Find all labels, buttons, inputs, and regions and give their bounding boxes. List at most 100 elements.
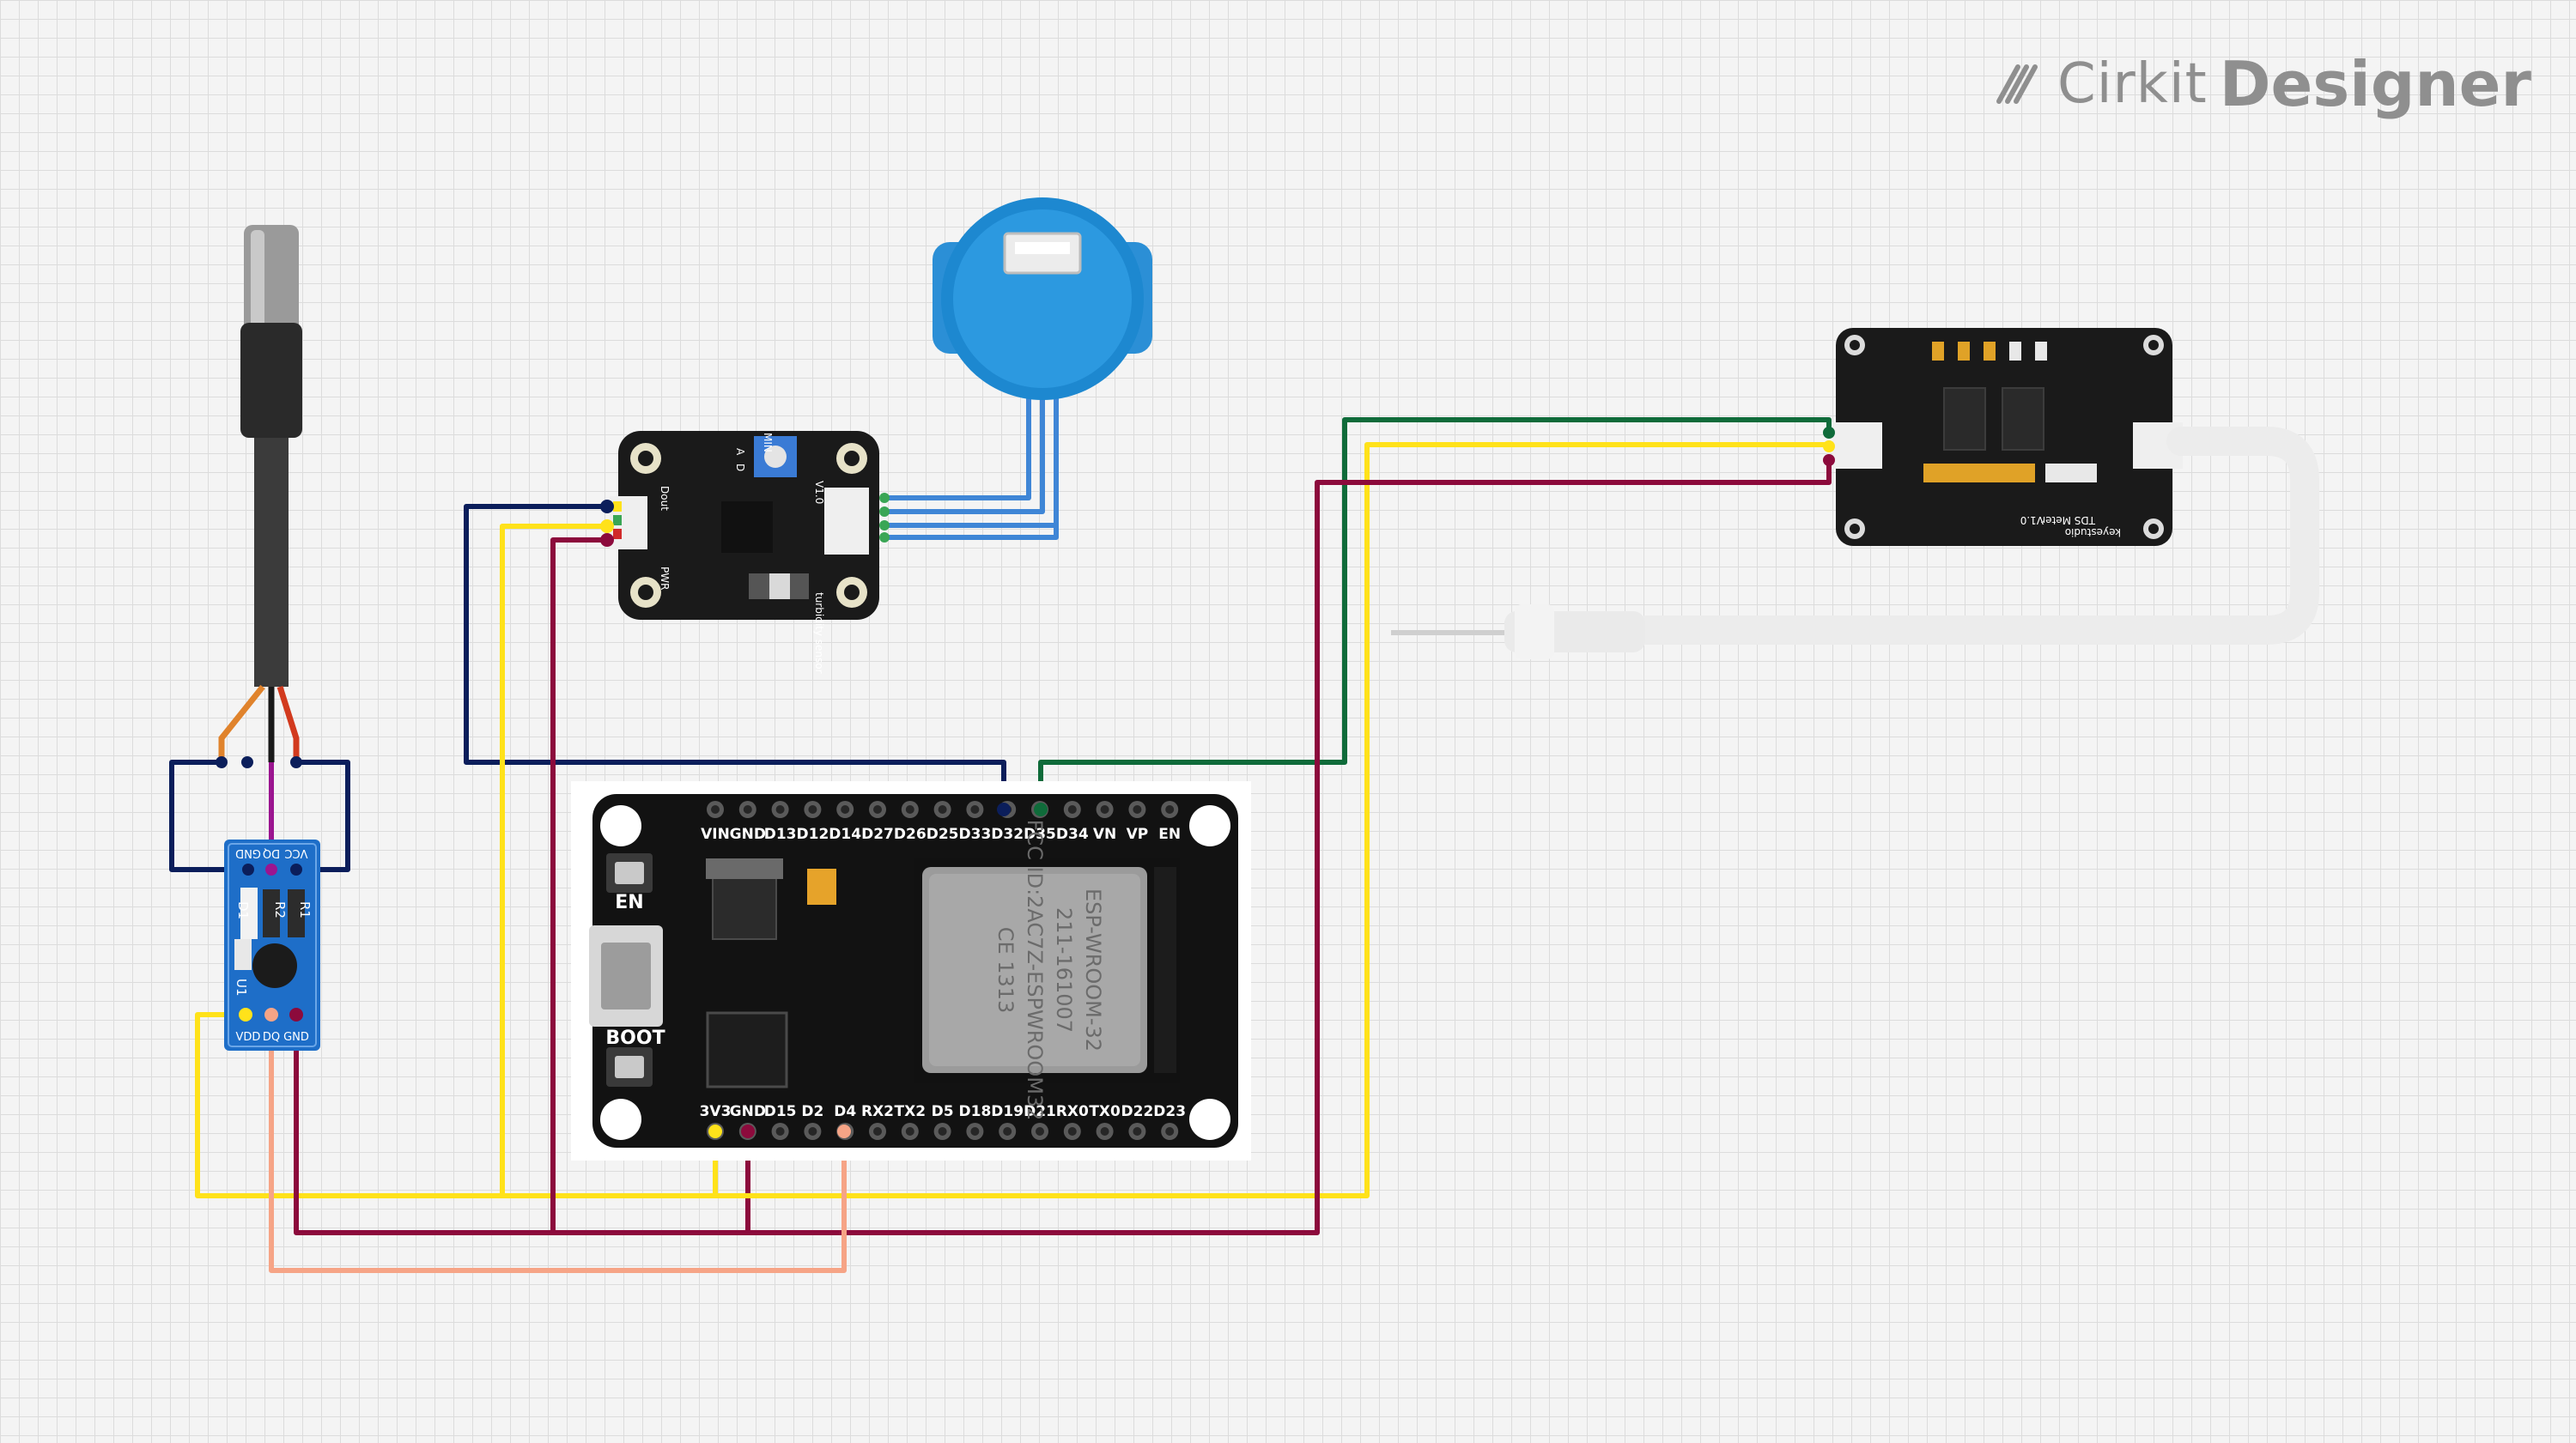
pin-d32-connection[interactable] bbox=[997, 803, 1011, 816]
pin-label-top-d33: D33 bbox=[959, 826, 992, 843]
temp-part-label: D1 bbox=[235, 901, 251, 919]
en-button-label: EN bbox=[615, 892, 643, 913]
pin-label-bottom-tx2: TX2 bbox=[895, 1103, 927, 1120]
wire-probe-vcc-loop[interactable] bbox=[294, 760, 350, 872]
probe-cable bbox=[254, 438, 289, 687]
pin-label-top-vp: VP bbox=[1127, 826, 1149, 843]
pin-label-top-d32: D32 bbox=[991, 826, 1024, 843]
pin-label-top-vin: VIN bbox=[701, 826, 730, 843]
temp-top-pin-label: GND bbox=[235, 846, 261, 859]
pin-label-bottom-d5: D5 bbox=[932, 1103, 954, 1120]
wire-probe-gnd-loop[interactable] bbox=[169, 760, 251, 872]
turbidity-chip bbox=[721, 501, 773, 553]
temp-part-label: R1 bbox=[297, 901, 313, 919]
pin-tds-gnd[interactable] bbox=[1823, 454, 1835, 466]
temp-part-label: U1 bbox=[234, 979, 249, 997]
turbidity-board-label: D bbox=[734, 464, 746, 471]
turbidity-board-label: turbidity sensor bbox=[813, 592, 825, 674]
pin-d4-connection[interactable] bbox=[837, 1125, 851, 1138]
pin-label-bottom-d22: D22 bbox=[1121, 1103, 1154, 1120]
cirkit-logo-icon bbox=[1996, 64, 2038, 104]
module-line: CE 1313 bbox=[993, 927, 1018, 1014]
pin-label-bottom-d18: D18 bbox=[959, 1103, 992, 1120]
pin-label-bottom-d19: D19 bbox=[991, 1103, 1024, 1120]
pin-gnd-connection[interactable] bbox=[741, 1125, 755, 1138]
temp-bottom-pin-label: VDD bbox=[236, 1031, 261, 1044]
ds18b20-probe[interactable] bbox=[216, 225, 302, 768]
pin-label-top-d13: D13 bbox=[764, 826, 797, 843]
usb-uart-chip bbox=[706, 1011, 788, 1088]
pin-temp-dq[interactable] bbox=[264, 1008, 278, 1022]
turbidity-probe[interactable] bbox=[933, 197, 1152, 400]
pin-temp-vdd[interactable] bbox=[239, 1008, 252, 1022]
wire-tds-signal-d35[interactable] bbox=[1038, 417, 1832, 812]
pin-label-bottom-d21: D21 bbox=[1024, 1103, 1056, 1120]
probe-sleeve bbox=[240, 323, 302, 438]
pin-turbidity-gnd[interactable] bbox=[600, 533, 614, 547]
module-line: FCC ID:2AC7Z-ESPWROOM32 bbox=[1023, 820, 1047, 1121]
tds-probe[interactable] bbox=[1391, 427, 2319, 659]
pin-label-bottom-d15: D15 bbox=[764, 1103, 797, 1120]
wire-tds-gnd-gnd[interactable] bbox=[745, 458, 1832, 1235]
tds-board-label: keyestudio bbox=[2065, 526, 2121, 538]
turbidity-board-label: V1.0 bbox=[813, 481, 825, 504]
pin-temp-top-gnd[interactable] bbox=[242, 864, 254, 876]
turbidity-board-label: MIN bbox=[762, 433, 774, 452]
turbidity-board-label: A bbox=[734, 448, 746, 456]
capacitor bbox=[807, 869, 836, 905]
tds-chip-1 bbox=[1943, 387, 1986, 451]
pin-turbidity-dout[interactable] bbox=[600, 500, 614, 513]
cirkit-logo: Cirkit Designer bbox=[1994, 48, 2531, 120]
pin-turbidity-vcc[interactable] bbox=[600, 519, 614, 533]
pin-label-bottom-d4: D4 bbox=[834, 1103, 856, 1120]
pin-3v3-connection[interactable] bbox=[708, 1125, 722, 1138]
voltage-regulator bbox=[712, 875, 777, 940]
temp-part-label: R2 bbox=[272, 901, 288, 919]
pin-label-bottom-d2: D2 bbox=[801, 1103, 823, 1120]
pin-temp-top-dq[interactable] bbox=[265, 864, 277, 876]
boot-button-label: BOOT bbox=[605, 1028, 665, 1049]
turbidity-board-label: Dout bbox=[659, 486, 671, 511]
pin-label-top-d25: D25 bbox=[927, 826, 959, 843]
module-line: 211-161007 bbox=[1052, 907, 1076, 1033]
pin-label-bottom-d23: D23 bbox=[1153, 1103, 1186, 1120]
pin-temp-top-vcc[interactable] bbox=[290, 864, 302, 876]
tds-chip-2 bbox=[2002, 387, 2044, 451]
wire-temp-dq-d4[interactable] bbox=[269, 1012, 847, 1273]
wire-temp-gnd-gnd[interactable] bbox=[294, 1012, 556, 1235]
pin-d35-connection[interactable] bbox=[1034, 803, 1048, 816]
pin-label-top-d12: D12 bbox=[797, 826, 829, 843]
pin-tds-vcc[interactable] bbox=[1823, 440, 1835, 452]
tds-board-label: TDS Meter bbox=[2041, 514, 2096, 526]
pin-label-top-vn: VN bbox=[1093, 826, 1116, 843]
pin-label-top-d27: D27 bbox=[861, 826, 894, 843]
pin-label-bottom-rx0: RX0 bbox=[1056, 1103, 1089, 1120]
tds-board-label: V1.0 bbox=[2020, 514, 2044, 526]
temp-bottom-pin-label: DQ bbox=[263, 1031, 280, 1044]
wire-dome-4[interactable] bbox=[882, 523, 1059, 540]
temp-top-pin-label: VCC bbox=[284, 846, 307, 859]
wire-turbidity-dout-d32[interactable] bbox=[464, 504, 1006, 812]
pin-label-top-en: EN bbox=[1158, 826, 1181, 843]
temp-module-chip bbox=[252, 943, 297, 988]
temp-top-pin-label: DQ bbox=[263, 846, 280, 859]
pin-tds-signal[interactable] bbox=[1823, 427, 1835, 439]
logo-product: Designer bbox=[2219, 48, 2531, 120]
pin-label-bottom-rx2: RX2 bbox=[861, 1103, 894, 1120]
pin-temp-gnd[interactable] bbox=[289, 1008, 303, 1022]
pin-label-top-d34: D34 bbox=[1056, 826, 1089, 843]
pin-label-bottom-tx0: TX0 bbox=[1089, 1103, 1121, 1120]
wire-temp-vdd-3v3[interactable] bbox=[195, 1012, 505, 1198]
pin-label-bottom-gnd: GND bbox=[730, 1103, 766, 1120]
pin-label-top-d14: D14 bbox=[829, 826, 861, 843]
module-line: ESP-WROOM-32 bbox=[1081, 888, 1105, 1052]
pin-label-top-d26: D26 bbox=[894, 826, 927, 843]
temp-bottom-pin-label: GND bbox=[283, 1031, 309, 1044]
